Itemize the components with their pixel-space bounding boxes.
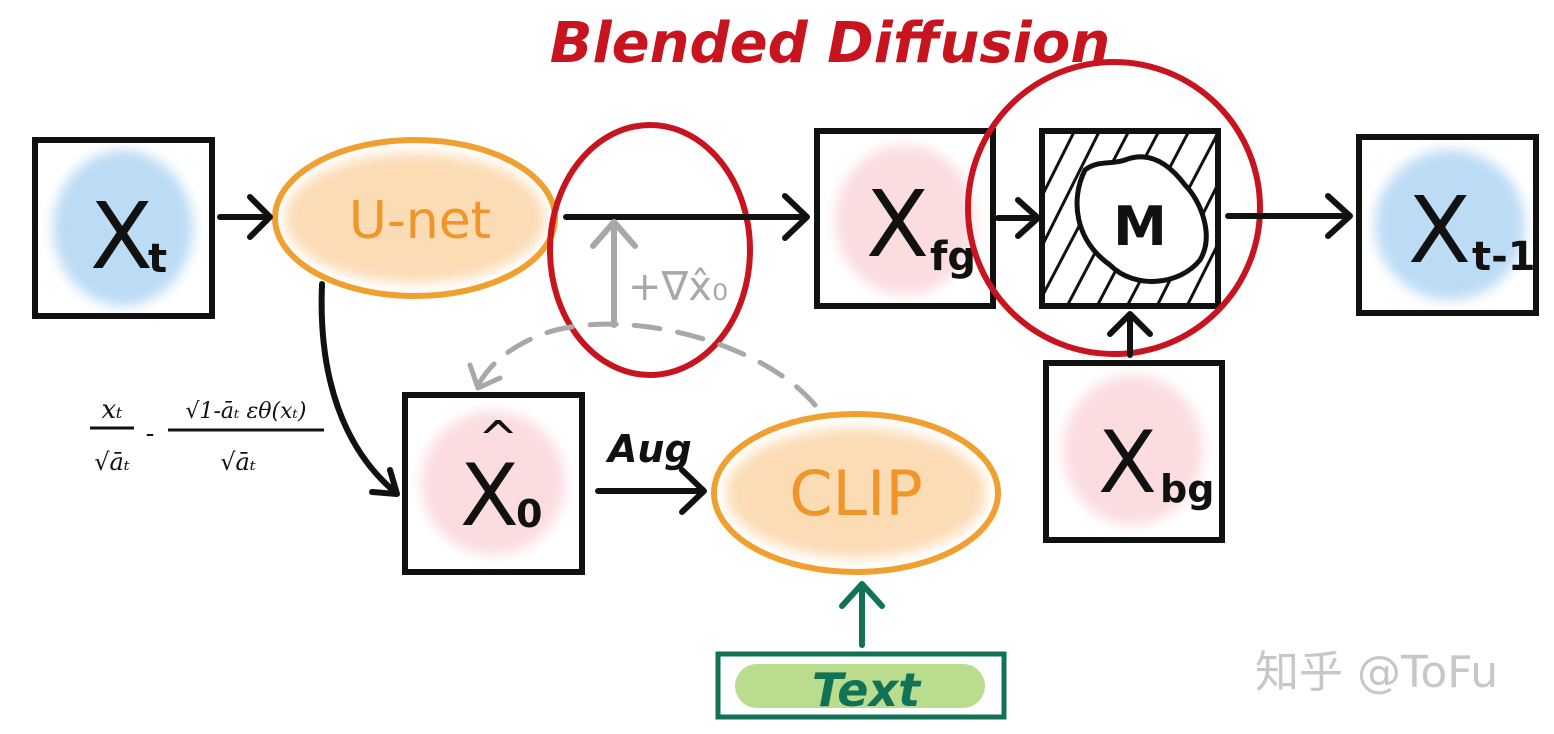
xt-main: X [90,183,153,290]
diagram-title: Blended Diffusion [550,11,1110,76]
formula-denominator-2: √āₜ [220,448,256,476]
arrowhead-unet-to-xfg [782,193,810,241]
mask-blob [1074,154,1209,284]
formula-numerator-1: xₜ [101,395,123,425]
node-mask: M [1039,128,1221,309]
arrows [217,193,1353,515]
gradient-guidance-circle [547,122,753,378]
mask-box [1039,128,1221,309]
gradient-up-arrow [590,219,638,328]
xt-box [32,137,215,319]
x0-hat: ^ [478,411,518,467]
text-highlight [735,664,985,708]
arrowhead-xbg-to-mask [1107,311,1153,337]
xbg-main: X [1098,413,1157,513]
xfg-box [814,128,996,309]
text-box [715,651,1007,720]
xbg-highlight [1063,375,1203,525]
x0-sub: 0 [516,492,542,536]
unet-label: U-net [349,191,491,251]
gradient-feedback-arc [475,321,818,408]
mask-label: M [1113,195,1167,258]
node-xt-minus-1: X t-1 [1356,134,1539,316]
formula-numerator-2: √1-āₜ εθ(xₜ) [185,399,306,424]
xt1-box [1356,134,1539,316]
formula-minus: - [146,419,155,449]
arrowhead-xt-to-unet [247,194,273,240]
arrow-unet-to-x0 [318,281,398,495]
xt-sub: t [148,236,167,282]
clip-highlight [726,428,986,558]
arrow-text-to-clip [839,581,885,648]
node-xbg: X bg [1043,360,1225,543]
xfg-sub: fg [930,234,976,280]
clip-ellipse [711,411,1001,575]
node-xt: X t [32,137,215,319]
xbg-box [1043,360,1225,543]
text-label: Text [812,663,922,717]
gradient-label: +∇x̂₀ [628,264,728,310]
gradient-feedback-arrowhead [467,362,503,391]
node-unet: U-net [272,137,558,299]
watermark: 知乎 @ToFu [1255,647,1498,698]
arrowhead-x0-to-clip [679,467,707,515]
xfg-main: X [866,171,929,278]
xfg-highlight [835,145,975,295]
x0-box [402,392,585,575]
xbg-sub: bg [1160,467,1214,511]
xt1-sub: t-1 [1472,234,1536,280]
xt1-main: X [1408,177,1471,284]
node-clip: CLIP [711,411,1001,575]
node-x0-hat: ^ X 0 [402,392,585,575]
clip-label: CLIP [789,457,923,530]
blend-circle [965,59,1263,357]
unet-highlight [285,153,545,283]
xt1-highlight [1375,150,1525,300]
node-text: Text [715,651,1007,720]
x0-highlight [421,411,565,555]
arrowhead-mask-to-xt1 [1325,193,1353,239]
node-xfg: X fg [814,128,996,309]
aug-label: Aug [605,427,692,471]
x0-formula: xₜ √āₜ - √1-āₜ εθ(xₜ) √āₜ [90,395,324,476]
xt-highlight [53,150,193,306]
arrowhead-unet-to-x0 [369,467,400,497]
arrowhead-xfg-to-mask [1015,197,1041,239]
x0-main: X [460,446,519,546]
formula-denominator-1: √āₜ [94,448,130,476]
